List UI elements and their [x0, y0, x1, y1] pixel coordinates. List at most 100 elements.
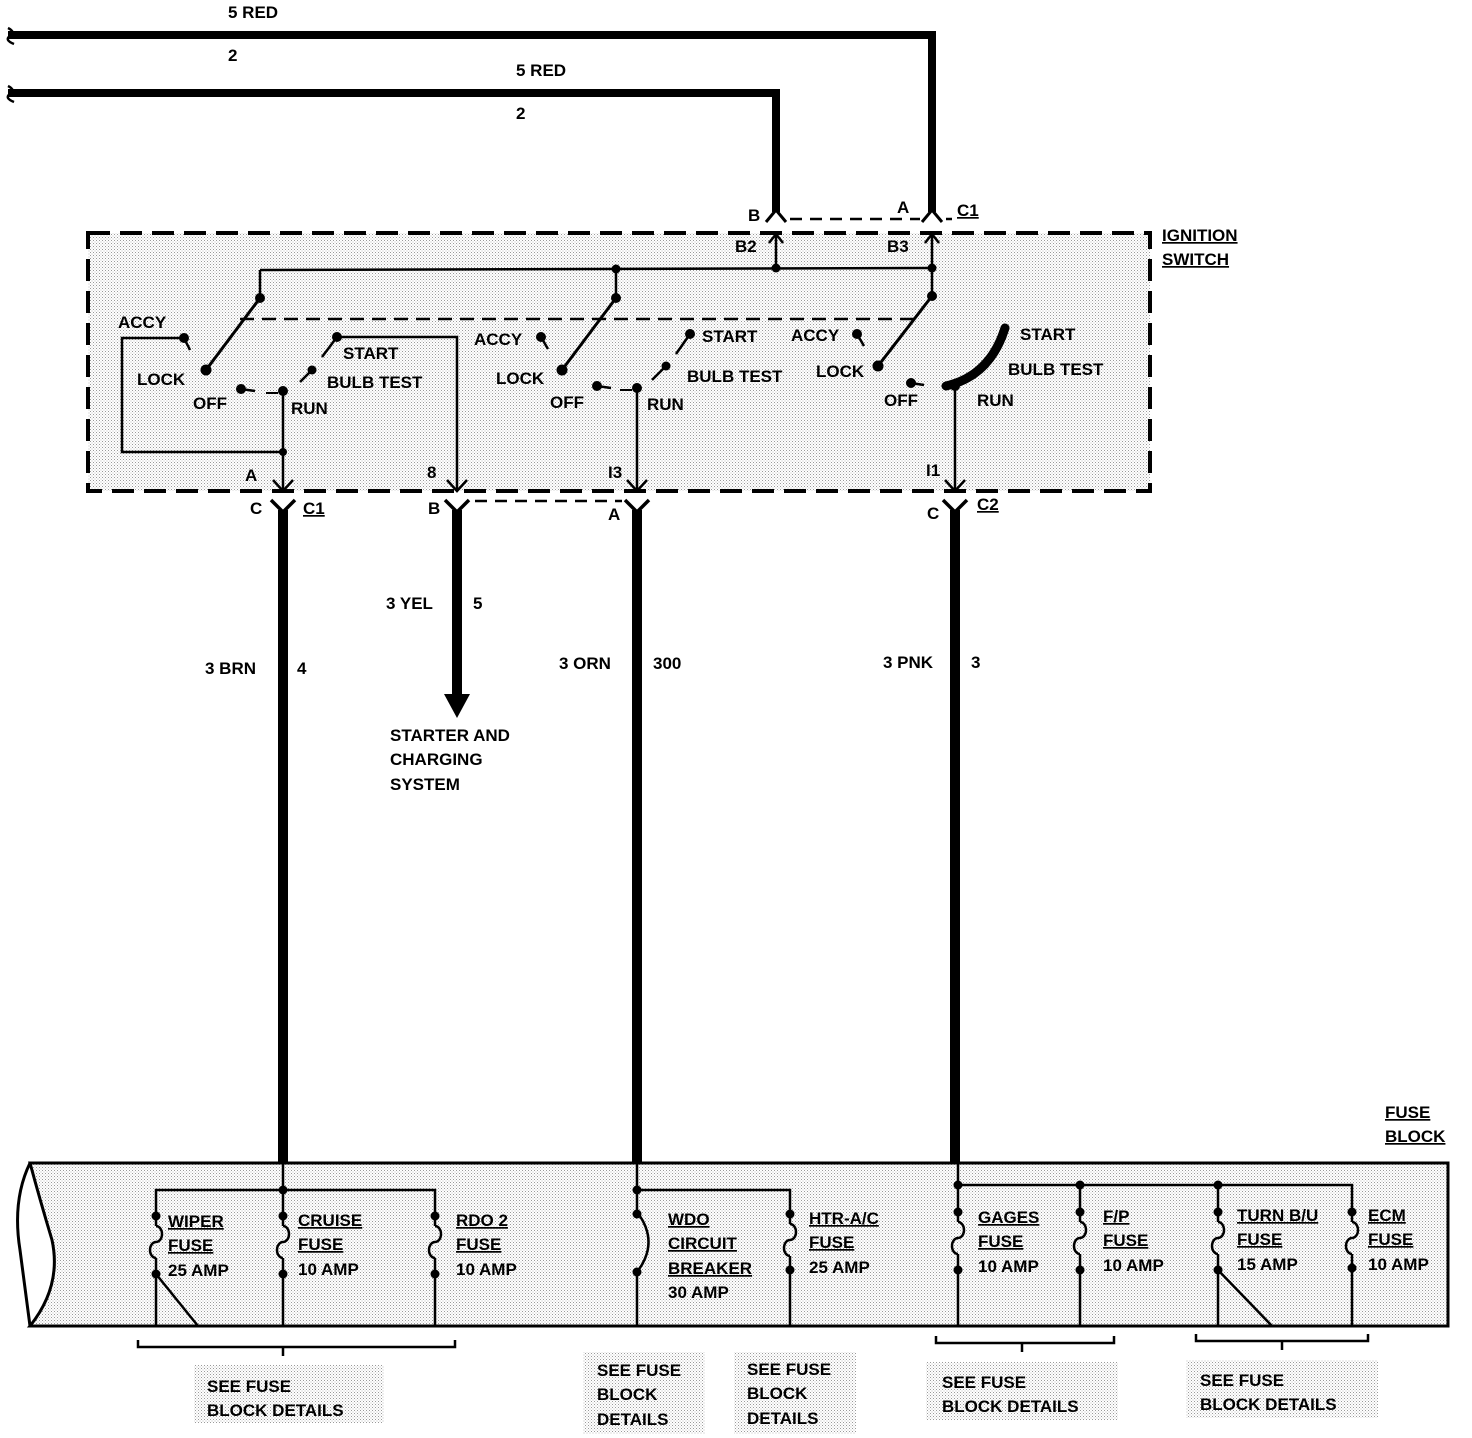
svg-text:25 AMP: 25 AMP	[168, 1261, 229, 1280]
wire-pnk-color: 3 PNK	[883, 653, 934, 672]
s3-lock-label: LOCK	[816, 362, 865, 381]
bottom-pin-b: B	[428, 499, 440, 518]
s1-start-label: START	[343, 344, 399, 363]
note-3-line2: BLOCK	[747, 1384, 808, 1403]
feed-lower-color-label: 5 RED	[516, 61, 566, 80]
fuse-block-title-2: BLOCK	[1385, 1127, 1446, 1146]
fuse-wdo-breaker: WDO CIRCUIT BREAKER 30 AMP	[668, 1210, 752, 1302]
feed-top-color-label: 5 RED	[228, 3, 278, 22]
wire-brn-color: 3 BRN	[205, 659, 256, 678]
fuse-block-body	[26, 1161, 1450, 1328]
note-1-bg	[194, 1365, 384, 1423]
note-3-bg	[734, 1352, 856, 1434]
wire-orn-color: 3 ORN	[559, 654, 611, 673]
fuse-ecm: ECM FUSE 10 AMP	[1368, 1206, 1429, 1274]
s1-lock-label: LOCK	[137, 370, 186, 389]
fuse-rdo2: RDO 2 FUSE 10 AMP	[456, 1211, 517, 1279]
svg-text:HTR-A/C: HTR-A/C	[809, 1209, 879, 1228]
top-pin-b: B	[748, 206, 760, 225]
inner-pin-i1: I1	[926, 461, 940, 480]
svg-text:TURN B/U: TURN B/U	[1237, 1206, 1318, 1225]
s1-off-label: OFF	[193, 394, 227, 413]
note-1-line2: BLOCK DETAILS	[207, 1401, 344, 1420]
svg-text:CIRCUIT: CIRCUIT	[668, 1234, 738, 1253]
svg-text:FUSE: FUSE	[809, 1233, 854, 1252]
svg-text:BREAKER: BREAKER	[668, 1259, 752, 1278]
svg-text:WDO: WDO	[668, 1210, 710, 1229]
wire-pnk-circuit: 3	[971, 653, 980, 672]
bottom-pin-c2-c: C	[927, 504, 939, 523]
feed-wire-top	[6, 26, 936, 212]
ignition-switch-title-2: SWITCH	[1162, 250, 1229, 269]
fuse-group-middle	[632, 1164, 798, 1326]
svg-text:GAGES: GAGES	[978, 1208, 1039, 1227]
bottom-connector-c1: C1	[303, 499, 325, 518]
fuse-group-right	[950, 1164, 1360, 1327]
s2-run-label: RUN	[647, 395, 684, 414]
fuse-turn-bu: TURN B/U FUSE 15 AMP	[1237, 1206, 1318, 1274]
svg-text:10 AMP: 10 AMP	[456, 1260, 517, 1279]
starter-label-2: CHARGING	[390, 750, 483, 769]
s2-start-label: START	[702, 327, 758, 346]
inner-pin-b2: B2	[735, 237, 757, 256]
svg-text:10 AMP: 10 AMP	[1368, 1255, 1429, 1274]
svg-text:10 AMP: 10 AMP	[298, 1260, 359, 1279]
fuse-wiper: WIPER FUSE 25 AMP	[168, 1212, 229, 1280]
s2-accy-label: ACCY	[474, 330, 523, 349]
s1-bulb-test-label: BULB TEST	[327, 373, 423, 392]
note-4-line2: BLOCK DETAILS	[942, 1397, 1079, 1416]
svg-text:FUSE: FUSE	[168, 1236, 213, 1255]
fuse-group-left	[148, 1164, 443, 1327]
s3-accy-label: ACCY	[791, 326, 840, 345]
wire-yel-arrow	[444, 694, 470, 718]
s1-accy-label: ACCY	[118, 313, 167, 332]
note-4-bg	[926, 1362, 1118, 1420]
fuse-block-title-1: FUSE	[1385, 1103, 1430, 1122]
note-4-line1: SEE FUSE	[942, 1373, 1026, 1392]
s3-run-label: RUN	[977, 391, 1014, 410]
inner-pin-a: A	[245, 466, 257, 485]
wire-brn-circuit: 4	[297, 659, 307, 678]
svg-text:ECM: ECM	[1368, 1206, 1406, 1225]
svg-text:FUSE: FUSE	[1368, 1230, 1413, 1249]
note-3-line1: SEE FUSE	[747, 1360, 831, 1379]
svg-text:10 AMP: 10 AMP	[978, 1257, 1039, 1276]
svg-text:FUSE: FUSE	[298, 1235, 343, 1254]
note-5-line2: BLOCK DETAILS	[1200, 1395, 1337, 1414]
inner-pin-8: 8	[427, 463, 436, 482]
note-2-line2: BLOCK	[597, 1385, 658, 1404]
note-5-bg	[1186, 1360, 1378, 1418]
s2-bulb-test-label: BULB TEST	[687, 367, 783, 386]
ignition-switch-title-1: IGNITION	[1162, 226, 1238, 245]
s3-off-label: OFF	[884, 391, 918, 410]
fuse-gages: GAGES FUSE 10 AMP	[978, 1208, 1039, 1276]
s3-bulb-test-label: BULB TEST	[1008, 360, 1104, 379]
note-1-line1: SEE FUSE	[207, 1377, 291, 1396]
feed-wire-lower	[6, 84, 780, 212]
wire-orn-circuit: 300	[653, 654, 681, 673]
top-pin-a: A	[897, 198, 909, 217]
svg-text:FUSE: FUSE	[1103, 1231, 1148, 1250]
svg-text:F/P: F/P	[1103, 1207, 1129, 1226]
svg-text:15 AMP: 15 AMP	[1237, 1255, 1298, 1274]
svg-text:FUSE: FUSE	[456, 1235, 501, 1254]
svg-text:10 AMP: 10 AMP	[1103, 1256, 1164, 1275]
fuse-htr-ac: HTR-A/C FUSE 25 AMP	[809, 1209, 879, 1277]
switch-section-1	[120, 293, 459, 490]
note-2-bg	[583, 1352, 705, 1434]
s1-run-label: RUN	[291, 399, 328, 418]
wire-yel-color: 3 YEL	[386, 594, 433, 613]
note-5-line1: SEE FUSE	[1200, 1371, 1284, 1390]
starter-label-1: STARTER AND	[390, 726, 510, 745]
inner-pin-b3: B3	[887, 237, 909, 256]
top-connector-c1	[764, 207, 952, 223]
svg-text:FUSE: FUSE	[1237, 1230, 1282, 1249]
svg-text:WIPER: WIPER	[168, 1212, 224, 1231]
fuse-cruise: CRUISE FUSE 10 AMP	[298, 1211, 362, 1279]
top-connector-label: C1	[957, 201, 979, 220]
detail-brackets	[136, 1334, 1370, 1356]
svg-text:CRUISE: CRUISE	[298, 1211, 362, 1230]
svg-text:30 AMP: 30 AMP	[668, 1283, 729, 1302]
fuse-block-break	[16, 1162, 32, 1327]
